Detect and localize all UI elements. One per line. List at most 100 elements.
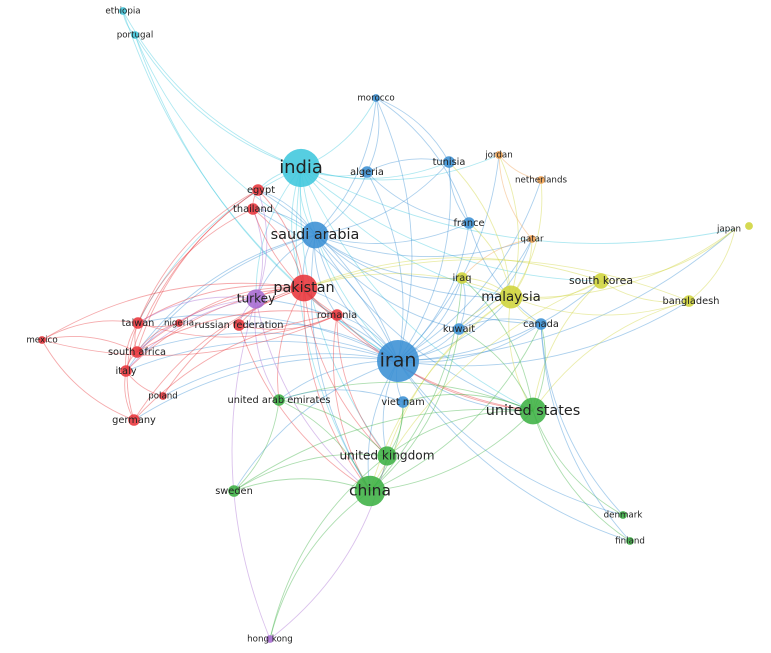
- edge-romania-united-kingdom: [336, 314, 388, 457]
- edge-tunisia-morocco: [375, 97, 450, 163]
- node-iran[interactable]: [377, 340, 419, 382]
- node-morocco[interactable]: [372, 94, 380, 102]
- edge-turkey-hong-kong: [231, 298, 271, 640]
- node-russian-federation[interactable]: [233, 319, 245, 331]
- node-united-arab-emirates[interactable]: [273, 394, 285, 406]
- node-hong-kong[interactable]: [266, 635, 274, 643]
- edge-malaysia-united-kingdom: [386, 296, 512, 457]
- node-sweden[interactable]: [228, 485, 240, 497]
- edge-pakistan-nigeria: [178, 287, 305, 324]
- node-bangladesh[interactable]: [683, 295, 695, 307]
- edge-india-united-kingdom: [299, 167, 388, 457]
- edge-bangladesh-japan: [688, 228, 736, 302]
- label-ethiopia: ethiopia: [105, 7, 140, 17]
- edge-china-hong-kong: [269, 490, 371, 640]
- label-united-states: united states: [486, 403, 580, 419]
- edge-romania-united-states: [336, 314, 534, 412]
- node-india[interactable]: [281, 148, 321, 188]
- node-netherlands[interactable]: [537, 176, 545, 184]
- edge-saudi-arabia-united-states: [314, 234, 534, 412]
- node-tunisia[interactable]: [443, 156, 455, 168]
- node-china[interactable]: [354, 475, 386, 507]
- edge-saudi-arabia-morocco: [314, 97, 377, 236]
- node-ethiopia[interactable]: [119, 7, 127, 15]
- node-finland[interactable]: [626, 537, 634, 545]
- edge-pakistan-germany: [133, 287, 305, 421]
- node-united-states[interactable]: [519, 397, 547, 425]
- edge-india-iran: [300, 167, 399, 362]
- node-mexico[interactable]: [38, 336, 46, 344]
- node-viet-nam[interactable]: [397, 396, 409, 408]
- node-italy[interactable]: [120, 365, 132, 377]
- node-saudi-arabia[interactable]: [301, 221, 329, 249]
- edge-india-china: [295, 167, 371, 492]
- node-kuwait[interactable]: [453, 323, 465, 335]
- node-qatar[interactable]: [528, 235, 536, 243]
- label-hong-kong: hong kong: [247, 635, 293, 645]
- node-poland[interactable]: [159, 392, 167, 400]
- edge-malaysia-bangladesh: [510, 296, 690, 316]
- node-japan[interactable]: [745, 222, 753, 230]
- node-malaysia[interactable]: [499, 285, 523, 309]
- edge-romania-germany: [133, 314, 338, 421]
- edge-saudi-arabia-qatar: [314, 234, 533, 257]
- node-portugal[interactable]: [131, 31, 139, 39]
- edge-qatar-iraq: [461, 238, 533, 279]
- edge-india-malaysia: [300, 167, 512, 298]
- edge-south-korea-japan: [600, 228, 736, 282]
- edge-india-japan: [300, 167, 736, 244]
- label-kuwait: kuwait: [443, 324, 475, 335]
- edge-mexico-germany: [41, 339, 135, 421]
- edge-taiwan-romania: [137, 314, 338, 338]
- edge-turkey-taiwan: [137, 296, 257, 324]
- label-portugal: portugal: [117, 31, 154, 41]
- node-algeria[interactable]: [361, 166, 373, 178]
- edge-pakistan-poland: [162, 287, 305, 397]
- node-south-africa[interactable]: [131, 346, 143, 358]
- node-thailand[interactable]: [247, 203, 259, 215]
- node-france[interactable]: [463, 217, 475, 229]
- edge-russian-federation-china: [238, 324, 371, 492]
- node-south-korea[interactable]: [593, 273, 609, 289]
- label-algeria: algeria: [350, 167, 384, 178]
- label-south-africa: south africa: [108, 347, 166, 358]
- label-malaysia: malaysia: [481, 290, 541, 305]
- node-egypt[interactable]: [252, 184, 264, 196]
- edge-china-sweden: [233, 478, 371, 492]
- edge-sweden-united-arab-emirates: [233, 399, 280, 492]
- edge-united-states-denmark: [532, 410, 624, 516]
- node-united-kingdom[interactable]: [377, 446, 397, 466]
- label-romania: romania: [317, 310, 357, 321]
- node-turkey[interactable]: [246, 289, 266, 309]
- node-nigeria[interactable]: [175, 319, 183, 327]
- edge-iran-morocco: [375, 97, 413, 362]
- edge-saudi-arabia-south-africa: [136, 234, 316, 353]
- node-canada[interactable]: [535, 318, 547, 330]
- edge-india-united-states: [300, 167, 534, 412]
- edge-algeria-morocco: [366, 97, 380, 173]
- label-saudi-arabia: saudi arabia: [271, 227, 360, 243]
- edge-malaysia-japan: [510, 228, 736, 298]
- edge-ethiopia-india: [122, 10, 302, 169]
- edge-iran-thailand: [252, 208, 399, 362]
- label-netherlands: netherlands: [515, 176, 567, 186]
- edge-tunisia-algeria: [366, 158, 450, 173]
- node-iraq[interactable]: [456, 272, 468, 284]
- edge-iran-denmark: [397, 360, 624, 516]
- edge-malaysia-pakistan: [303, 273, 512, 298]
- edge-south-korea-pakistan: [303, 257, 602, 289]
- node-pakistan[interactable]: [290, 274, 318, 302]
- edge-india-taiwan: [137, 167, 302, 324]
- node-jordan[interactable]: [495, 151, 503, 159]
- node-taiwan[interactable]: [132, 317, 144, 329]
- label-pakistan: pakistan: [273, 280, 334, 296]
- edge-china-kuwait: [369, 328, 460, 492]
- edge-malaysia-tunisia: [448, 161, 512, 298]
- edge-romania-south-africa: [136, 310, 338, 353]
- node-denmark[interactable]: [619, 511, 627, 519]
- node-romania[interactable]: [331, 309, 343, 321]
- edge-russian-federation-romania: [238, 314, 338, 330]
- node-germany[interactable]: [128, 414, 140, 426]
- edge-united-kingdom-united-arab-emirates: [278, 399, 388, 457]
